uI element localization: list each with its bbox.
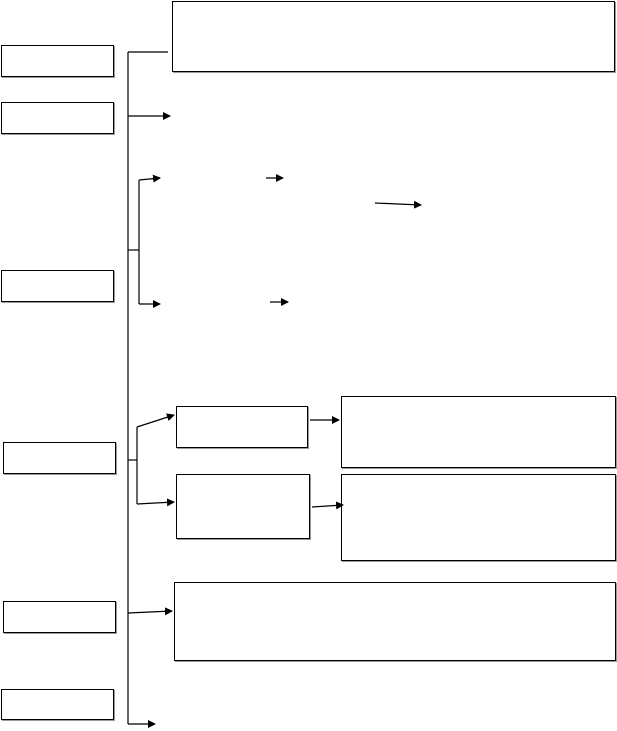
bottom-content-arrow (127, 607, 173, 616)
branch2-lower-detail-arrow (311, 501, 344, 510)
left-box-3 (1, 270, 114, 302)
branch1-upper-far-arrow (374, 200, 422, 209)
left-box-5 (3, 601, 116, 633)
upper-detail-box (341, 396, 616, 468)
branch-lower-box (176, 474, 310, 539)
branch2-lower-arrow (136, 498, 175, 507)
left-box-6 (1, 689, 114, 720)
bottom-content-box (174, 582, 616, 661)
top-content-box (172, 1, 615, 72)
left-box-2 (1, 102, 114, 134)
left-box-1 (1, 45, 114, 77)
branch2-upper-arrow (136, 413, 175, 428)
branch1-upper-arrow (138, 174, 161, 183)
lower-detail-box (341, 474, 616, 561)
branch-upper-box (176, 406, 308, 448)
left-box-4 (3, 442, 116, 474)
